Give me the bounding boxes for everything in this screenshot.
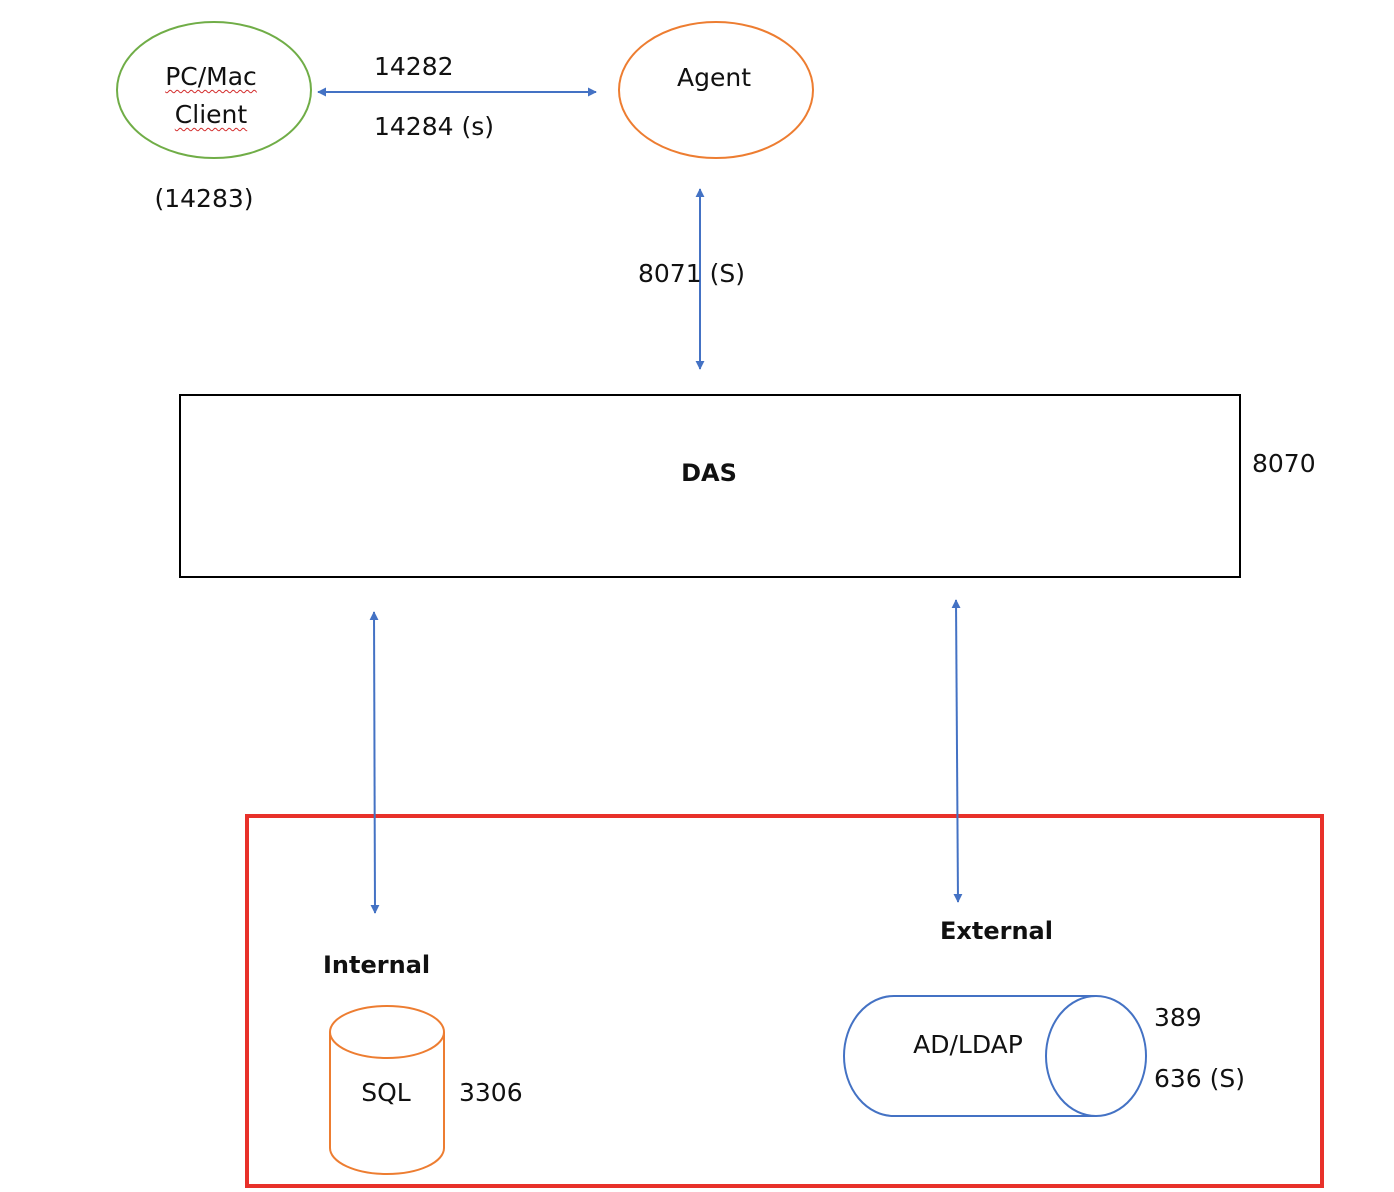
sql-port-label: 3306 bbox=[459, 1078, 523, 1107]
client-label-line2: Client bbox=[174, 100, 248, 129]
client-label-line1: PC/Mac bbox=[165, 62, 257, 91]
das-internal-arrow bbox=[369, 611, 380, 914]
ldap-port-label-1: 389 bbox=[1154, 1003, 1202, 1032]
external-heading: External bbox=[940, 917, 1053, 945]
sql-cylinder bbox=[329, 1005, 445, 1175]
client-node-shape bbox=[116, 21, 312, 159]
client-label: PC/Mac Client bbox=[165, 58, 257, 134]
client-port-label: (14283) bbox=[154, 184, 254, 213]
internal-heading: Internal bbox=[323, 951, 431, 979]
das-label: DAS bbox=[681, 459, 737, 487]
ldap-label: AD/LDAP bbox=[913, 1030, 1023, 1059]
agent-das-port-label: 8071 (S) bbox=[638, 259, 745, 288]
sql-label: SQL bbox=[361, 1078, 411, 1107]
client-agent-port-top: 14282 bbox=[374, 52, 454, 81]
ldap-cylinder bbox=[843, 995, 1147, 1117]
ldap-port-label-2: 636 (S) bbox=[1154, 1064, 1246, 1093]
das-port-label: 8070 bbox=[1252, 449, 1316, 478]
das-node-shape bbox=[179, 394, 1241, 578]
agent-node-shape bbox=[618, 21, 814, 159]
agent-label: Agent bbox=[677, 63, 751, 92]
highlight-box bbox=[245, 814, 1324, 1188]
das-external-arrow bbox=[951, 599, 963, 903]
client-agent-port-bottom: 14284 (s) bbox=[374, 112, 495, 141]
